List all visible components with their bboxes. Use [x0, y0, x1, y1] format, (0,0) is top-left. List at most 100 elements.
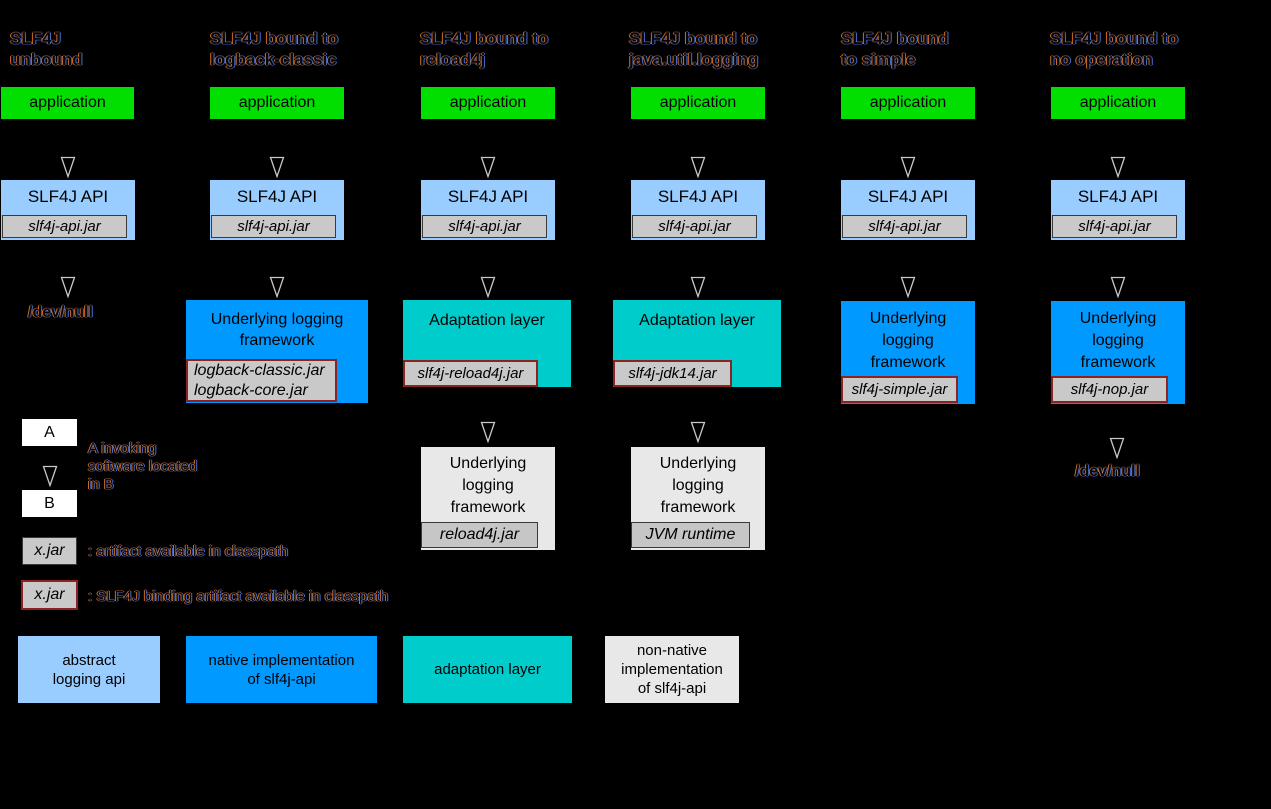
application-box: application: [210, 87, 344, 119]
legend-line: adaptation layer: [434, 661, 541, 678]
arrow-down-icon: [42, 465, 58, 488]
binding-jar-box: slf4j-jdk14.jar: [613, 360, 732, 387]
jar-box: reload4j.jar: [421, 522, 538, 548]
caption-line: A invoking: [88, 440, 157, 457]
caption-line: in B: [88, 476, 114, 493]
arrow-down-icon: [480, 421, 496, 444]
slf4j-api-label: SLF4J API: [1077, 187, 1159, 206]
framework-label-line: framework: [450, 499, 526, 516]
color-legend-native-impl: native implementation of slf4j-api: [186, 636, 377, 703]
adaptation-layer-box: Adaptation layer slf4j-jdk14.jar: [613, 300, 781, 387]
legend-line: abstract: [62, 651, 116, 669]
framework-label: Underlying logging framework: [841, 308, 975, 374]
slf4j-api-jar-box: slf4j-api.jar: [2, 215, 127, 238]
legend-invoke-caption: A invoking software located in B: [88, 440, 197, 494]
framework-label-line: logging: [462, 477, 514, 494]
column-title-jul: SLF4J bound to java.util.logging: [629, 28, 758, 70]
title-line: SLF4J bound to: [629, 29, 758, 48]
slf4j-api-box: SLF4J API slf4j-api.jar: [210, 180, 344, 240]
arrow-down-icon: [900, 276, 916, 299]
arrow-down-icon: [269, 156, 285, 179]
framework-label: Underlying logging framework: [421, 453, 555, 519]
arrow-down-icon: [60, 156, 76, 179]
binding-jar-box: slf4j-nop.jar: [1051, 376, 1168, 403]
color-legend-nonnative-impl: non-native implementation of slf4j-api: [605, 636, 739, 703]
color-legend-adaptation-layer: adaptation layer: [403, 636, 572, 703]
framework-label-line: Underlying: [1079, 310, 1157, 327]
jar-name: logback-classic.jar: [194, 361, 325, 379]
arrow-down-icon: [900, 156, 916, 179]
arrow-down-icon: [690, 156, 706, 179]
framework-label-line: logging: [1092, 332, 1144, 349]
jar-box: JVM runtime: [631, 522, 750, 548]
arrow-down-icon: [480, 276, 496, 299]
underlying-framework-box: Underlying logging framework slf4j-simpl…: [841, 301, 975, 404]
application-box: application: [631, 87, 765, 119]
arrow-down-icon: [690, 421, 706, 444]
color-legend-abstract-api: abstract logging api: [18, 636, 160, 703]
title-line: logback-classic: [210, 50, 337, 69]
title-line: SLF4J bound to: [210, 29, 339, 48]
adaptation-layer-box: Adaptation layer slf4j-reload4j.jar: [403, 300, 571, 387]
column-title-unbound: SLF4J unbound: [10, 28, 83, 70]
title-line: java.util.logging: [629, 50, 759, 69]
title-line: to simple: [841, 50, 916, 69]
legend-line: of slf4j-api: [637, 680, 707, 697]
adaptation-layer-label: Adaptation layer: [429, 312, 545, 329]
legend-jar-caption: : artifact available in classpath: [88, 543, 289, 560]
binding-jar-box: slf4j-simple.jar: [841, 376, 958, 403]
jar-name: logback-core.jar: [194, 381, 308, 399]
slf4j-api-jar-box: slf4j-api.jar: [211, 215, 336, 238]
arrow-down-icon: [1110, 156, 1126, 179]
title-line: SLF4J bound to: [1050, 29, 1179, 48]
slf4j-api-box: SLF4J API slf4j-api.jar: [1051, 180, 1185, 240]
dev-null-label: /dev/null: [1075, 463, 1140, 480]
title-line: SLF4J bound to: [420, 29, 549, 48]
slf4j-api-box: SLF4J API slf4j-api.jar: [421, 180, 555, 240]
application-box: application: [1, 87, 134, 119]
title-line: no operation: [1050, 50, 1153, 69]
slf4j-api-jar-box: slf4j-api.jar: [422, 215, 547, 238]
arrow-down-icon: [269, 276, 285, 299]
framework-label: Underlying logging framework: [631, 453, 765, 519]
underlying-framework-box: Underlying logging framework logback-cla…: [186, 300, 368, 403]
framework-label-line: Underlying logging: [210, 311, 344, 328]
column-title-logback: SLF4J bound to logback-classic: [210, 28, 338, 70]
binding-jar-box: slf4j-reload4j.jar: [403, 360, 538, 387]
legend-line: implementation: [621, 661, 723, 678]
slf4j-api-jar-box: slf4j-api.jar: [1052, 215, 1177, 238]
framework-label: Underlying logging framework: [1051, 308, 1185, 374]
framework-label-line: Underlying: [659, 455, 737, 472]
slf4j-api-box: SLF4J API slf4j-api.jar: [631, 180, 765, 240]
legend-line: of slf4j-api: [247, 670, 316, 688]
legend-a-box: A: [22, 419, 77, 446]
column-title-reload4j: SLF4J bound to reload4j: [420, 28, 548, 70]
framework-label-line: Underlying: [869, 310, 947, 327]
slf4j-api-label: SLF4J API: [867, 187, 949, 206]
legend-line: native implementation: [208, 651, 355, 669]
slf4j-api-box: SLF4J API slf4j-api.jar: [1, 180, 135, 240]
slf4j-api-label: SLF4J API: [657, 187, 739, 206]
column-title-nop: SLF4J bound to no operation: [1050, 28, 1178, 70]
underlying-framework-box: Underlying logging framework slf4j-nop.j…: [1051, 301, 1185, 404]
binding-jar-box: logback-classic.jar logback-core.jar: [186, 359, 337, 402]
arrow-down-icon: [60, 276, 76, 299]
slf4j-api-jar-box: slf4j-api.jar: [842, 215, 967, 238]
title-line: unbound: [10, 50, 83, 69]
title-line: SLF4J bound: [841, 29, 949, 48]
slf4j-api-label: SLF4J API: [27, 187, 109, 206]
legend-line: non-native: [636, 642, 708, 659]
title-line: reload4j: [420, 50, 486, 69]
legend-b-box: B: [22, 490, 77, 517]
framework-label-line: framework: [1080, 354, 1156, 371]
legend-binding-jar-box: x.jar: [21, 580, 78, 610]
arrow-down-icon: [480, 156, 496, 179]
slf4j-api-label: SLF4J API: [447, 187, 529, 206]
slf4j-api-label: SLF4J API: [236, 187, 318, 206]
arrow-down-icon: [690, 276, 706, 299]
framework-label-line: framework: [870, 354, 946, 371]
column-title-simple: SLF4J bound to simple: [841, 28, 949, 70]
caption-line: software located: [88, 458, 198, 475]
framework-label-line: logging: [672, 477, 724, 494]
